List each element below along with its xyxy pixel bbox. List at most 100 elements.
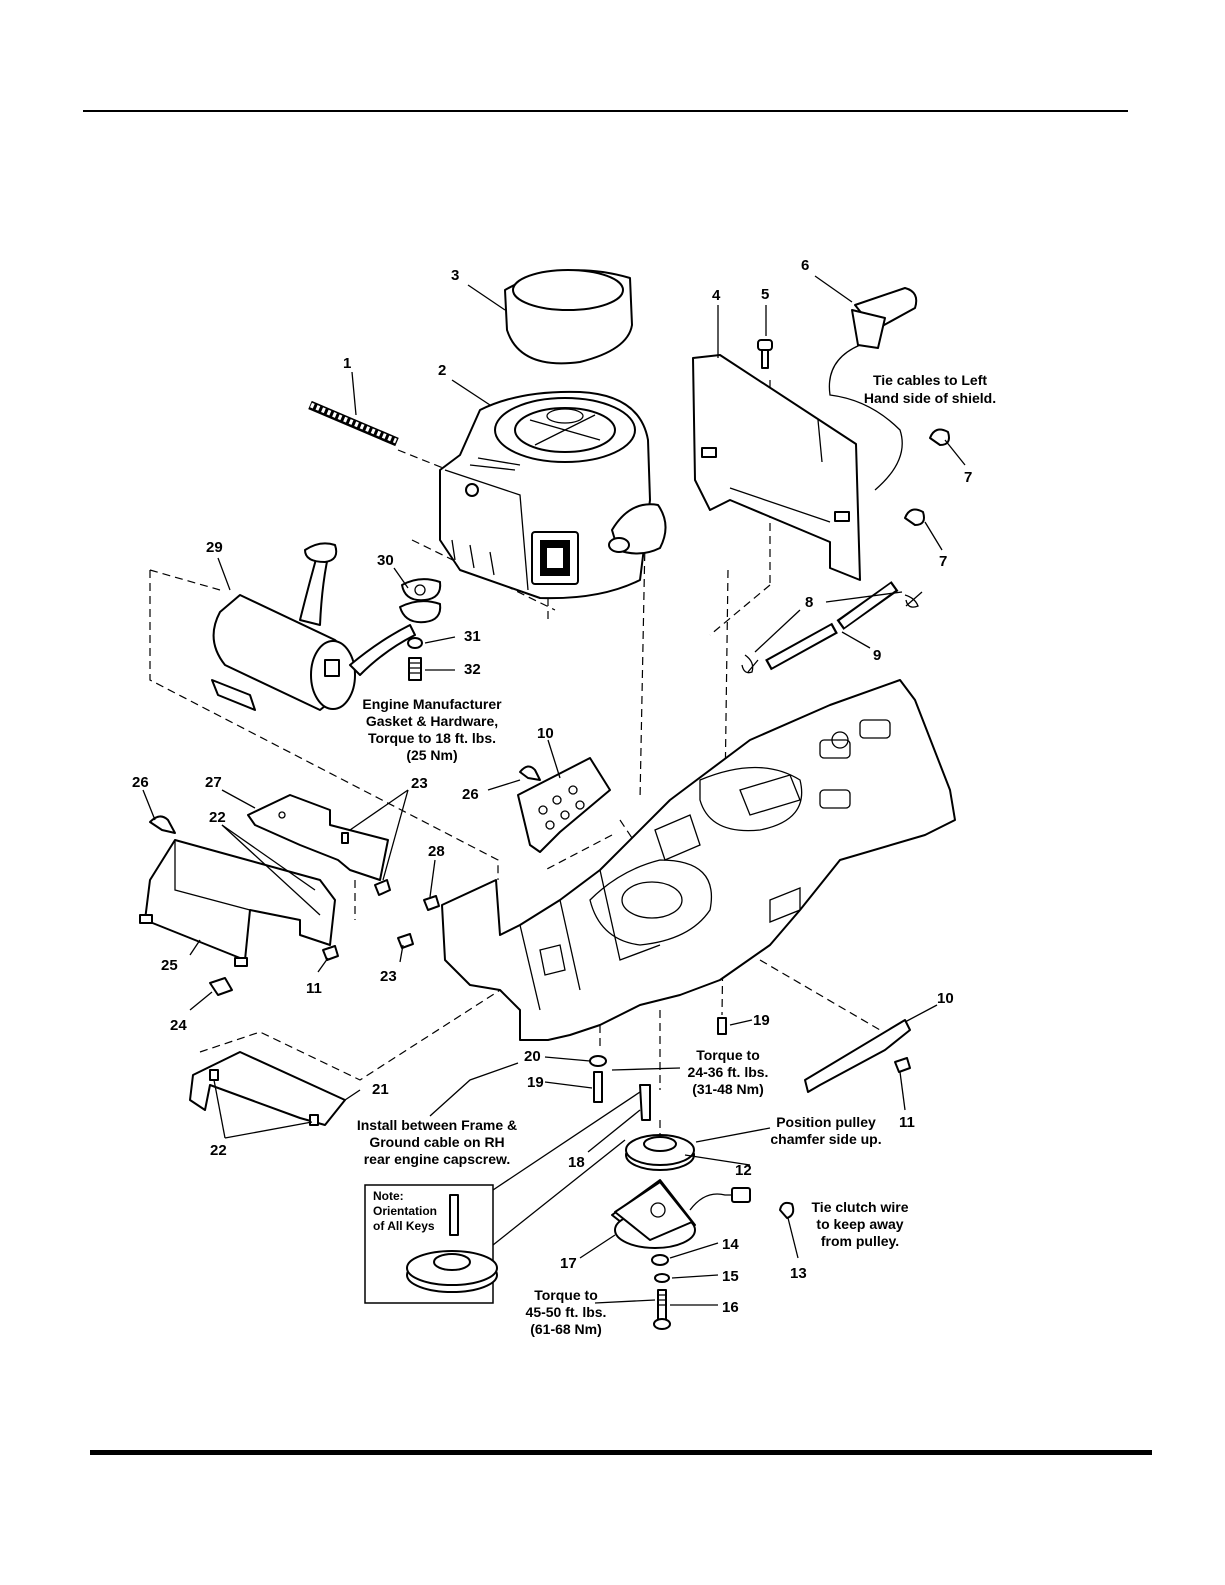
bottom-guard [189, 1051, 346, 1126]
callout-25: 25 [161, 957, 178, 974]
callout-16: 16 [722, 1299, 739, 1316]
side-shield [139, 839, 336, 967]
bracket-upper [517, 757, 611, 853]
shield-bolt-11-left [322, 945, 339, 961]
cable-tie-upper [929, 428, 950, 446]
callout-3: 3 [451, 267, 459, 284]
frame-bolt-23-lower [397, 933, 414, 949]
note-install-line-2: Ground cable on RH [369, 1134, 504, 1150]
shield-bolt-11-right [894, 1057, 911, 1073]
callout-9: 9 [873, 647, 881, 664]
callout-22-lower: 22 [210, 1142, 227, 1159]
callout-6: 6 [801, 257, 809, 274]
callout-17: 17 [560, 1255, 577, 1272]
callout-30: 30 [377, 552, 394, 569]
callout-10-lower: 10 [937, 990, 954, 1007]
note-tie-cables: Tie cables to Left Hand side of shield. [864, 372, 996, 406]
washer-20 [589, 1055, 607, 1067]
hose-assembly [741, 581, 923, 674]
note-torque-frame: Torque to 24-36 ft. lbs. (31-48 Nm) [688, 1047, 769, 1097]
callout-19-lower: 19 [527, 1074, 544, 1091]
note-engine-hw-line-2: Gasket & Hardware, [366, 713, 498, 729]
frame-bolt-19-upper [717, 1017, 727, 1035]
callout-11-left: 11 [306, 980, 322, 997]
callout-26-upper: 26 [462, 786, 479, 803]
callout-23-lower: 23 [380, 968, 397, 985]
engine-stud [308, 400, 399, 447]
callout-19-upper: 19 [753, 1012, 770, 1029]
callout-18: 18 [568, 1154, 585, 1171]
inset-note-line-1: Note: [373, 1189, 404, 1203]
capscrew-19 [593, 1071, 603, 1103]
callout-13: 13 [790, 1265, 807, 1282]
note-torque-clutch-line-3: (61-68 Nm) [530, 1321, 602, 1337]
note-torque-clutch: Torque to 45-50 ft. lbs. (61-68 Nm) [526, 1287, 607, 1337]
callout-22-upper: 22 [209, 809, 226, 826]
clutch-wire-tie [779, 1201, 795, 1219]
note-engine-hardware: Engine Manufacturer Gasket & Hardware, T… [362, 696, 502, 763]
air-cleaner-cover [504, 269, 633, 365]
note-engine-hw-line-1: Engine Manufacturer [362, 696, 502, 712]
callout-21: 21 [372, 1081, 389, 1098]
cable-tie-lower [904, 508, 925, 526]
callout-7-lower: 7 [939, 553, 947, 570]
note-install-line-3: rear engine capscrew. [364, 1151, 511, 1167]
callout-29: 29 [206, 539, 223, 556]
callout-15: 15 [722, 1268, 739, 1285]
spacer-nut [209, 977, 233, 996]
note-tie-clutch-line-3: from pulley. [821, 1233, 899, 1249]
note-install-line-1: Install between Frame & [357, 1117, 517, 1133]
frame-bolt-23-brace [374, 879, 391, 896]
note-engine-hw-line-3: Torque to 18 ft. lbs. [368, 730, 496, 746]
callout-4: 4 [712, 287, 721, 304]
callout-14: 14 [722, 1236, 739, 1253]
callout-24: 24 [170, 1017, 187, 1034]
leader-lines [142, 275, 966, 1306]
note-torque-clutch-line-1: Torque to [534, 1287, 598, 1303]
heat-shield [692, 354, 861, 581]
note-tie-clutch-line-1: Tie clutch wire [812, 1199, 909, 1215]
inset-note: Note: Orientation of All Keys [373, 1189, 437, 1233]
throttle-control [828, 287, 918, 491]
callout-5: 5 [761, 286, 769, 303]
note-torque-frame-line-2: 24-36 ft. lbs. [688, 1064, 769, 1080]
note-tie-cables-line-1: Tie cables to Left [873, 372, 987, 388]
exhaust-capscrew [408, 657, 422, 681]
note-tie-clutch-line-2: to keep away [816, 1216, 903, 1232]
note-tie-cables-line-2: Hand side of shield. [864, 390, 996, 406]
callout-1: 1 [343, 355, 351, 372]
callout-numbers: 1 2 3 4 5 6 7 7 8 9 10 10 11 11 12 13 14… [132, 257, 972, 1316]
note-engine-hw-line-4: (25 Nm) [406, 747, 457, 763]
note-pulley-line-1: Position pulley [776, 1114, 876, 1130]
note-torque-frame-line-1: Torque to [696, 1047, 760, 1063]
callout-2: 2 [438, 362, 446, 379]
engine [439, 390, 667, 600]
frame-bolt-23-upper [341, 832, 349, 844]
frame-bolt-28 [423, 895, 440, 911]
callout-11-right: 11 [899, 1114, 915, 1131]
callout-26-left: 26 [132, 774, 149, 791]
inset-note-line-2: Orientation [373, 1204, 437, 1218]
note-torque-clutch-line-2: 45-50 ft. lbs. [526, 1304, 607, 1320]
bracket-lower [804, 1019, 911, 1093]
callout-20: 20 [524, 1048, 541, 1065]
clip-upper [519, 765, 541, 781]
clutch-washer-15 [654, 1273, 670, 1283]
callout-10-upper: 10 [537, 725, 554, 742]
clutch-bolt-16 [653, 1289, 671, 1330]
header-rule [83, 110, 1128, 112]
pulley-key [639, 1084, 651, 1121]
electric-clutch [611, 1179, 751, 1249]
clutch-washer-14 [651, 1254, 669, 1266]
clip-left [149, 815, 176, 834]
inset-note-line-3: of All Keys [373, 1219, 435, 1233]
callout-32: 32 [464, 661, 481, 678]
muffler [211, 542, 416, 711]
note-position-pulley: Position pulley chamfer side up. [770, 1114, 881, 1147]
frame [441, 679, 956, 1041]
note-install-between: Install between Frame & Ground cable on … [357, 1117, 517, 1167]
callout-28: 28 [428, 843, 445, 860]
callout-27: 27 [205, 774, 222, 791]
pulley [625, 1134, 695, 1171]
